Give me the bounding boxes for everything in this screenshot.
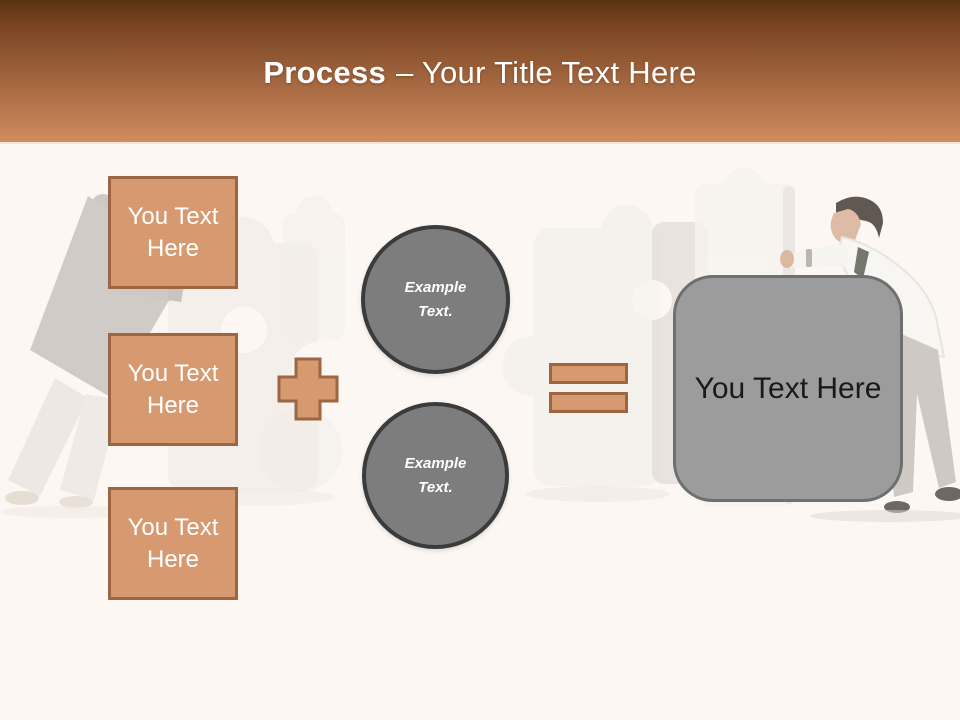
process-box-2-label: You Text Here [127, 359, 219, 419]
process-box-3-label: You Text Here [127, 513, 219, 573]
title-rest-text: – Your Title Text Here [395, 55, 697, 90]
example-circle-2-label: Example Text. [404, 455, 467, 496]
slide-title[interactable]: Process– Your Title Text Here [0, 55, 960, 90]
process-box-1[interactable]: You Text Here [108, 176, 238, 289]
example-circle-1-label: Example Text. [404, 279, 467, 320]
title-bold-text: Process [263, 55, 387, 90]
middle-left-puzzle-piece-image [258, 196, 345, 492]
process-box-1-label: You Text Here [127, 202, 219, 262]
result-box[interactable]: You Text Here [673, 275, 903, 502]
process-box-2[interactable]: You Text Here [108, 333, 238, 446]
equals-icon [549, 363, 628, 384]
middle-puzzle-piece-image [502, 205, 670, 502]
header-banner: Process– Your Title Text Here [0, 0, 960, 144]
plus-icon [277, 357, 339, 426]
example-circle-1[interactable]: Example Text. [361, 225, 510, 374]
equals-icon [549, 392, 628, 413]
result-box-label: You Text Here [694, 371, 882, 405]
example-circle-2[interactable]: Example Text. [362, 402, 509, 549]
process-box-3[interactable]: You Text Here [108, 487, 238, 600]
